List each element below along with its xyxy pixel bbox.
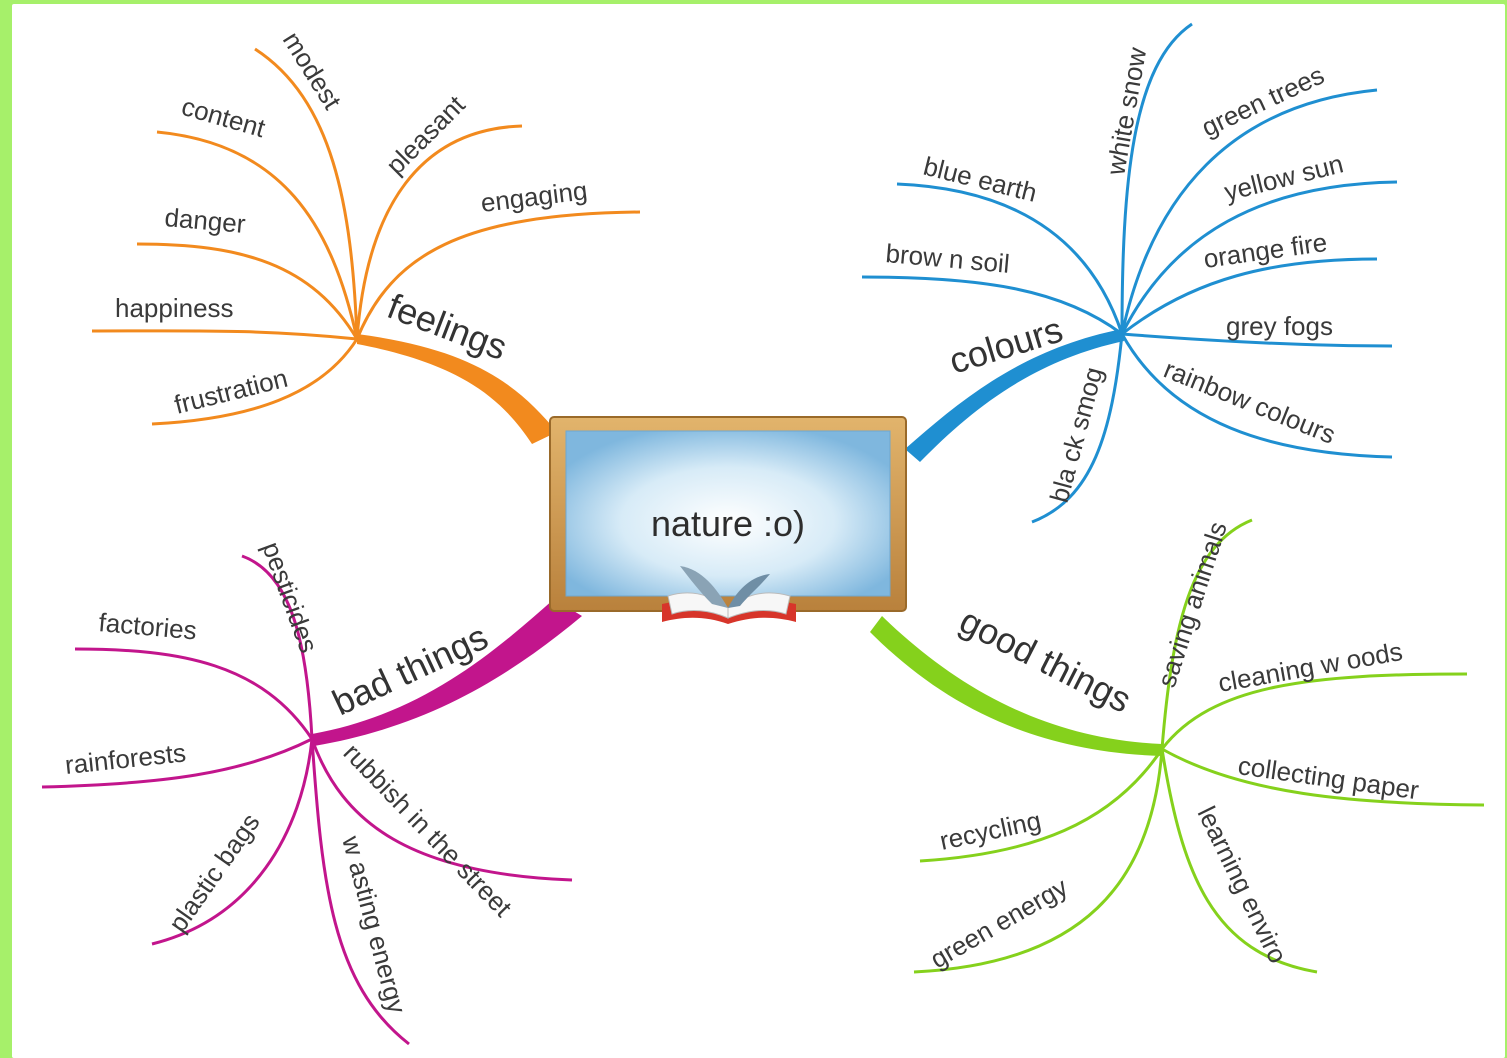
leaf-black-smog: bla ck smog (1044, 364, 1109, 506)
twig-learning-enviro (1160, 748, 1318, 974)
twig-collecting-paper (1161, 747, 1485, 807)
twig-happiness (91, 329, 358, 341)
twig-rubbish (310, 738, 573, 882)
twig-rainbow-colours (1120, 333, 1393, 459)
leaf-frustration: frustration (171, 363, 290, 420)
trunk-feelings (357, 334, 557, 444)
leaf-engaging: engaging (479, 175, 589, 218)
leaf-rainforests: rainforests (63, 737, 187, 780)
leaf-learning-enviro: learning enviro (1192, 801, 1294, 967)
branch-colours: colours white snow green trees blue eart… (861, 22, 1398, 524)
twig-content (156, 130, 359, 340)
board-screen (565, 430, 891, 597)
branch-feelings: feelings modest content pleasant engagin… (91, 26, 641, 444)
twig-plastic-bags (151, 738, 314, 946)
leaf-factories: factories (97, 607, 198, 645)
twig-black-smog (1031, 333, 1124, 524)
leaf-wasting-energy: w asting energy (336, 832, 412, 1017)
twig-grey-fogs (1121, 332, 1393, 348)
twig-green-energy (913, 748, 1164, 974)
center-board: nature :o) (549, 416, 907, 624)
leaf-saving-animals: saving animals (1151, 518, 1233, 691)
leaf-white-snow: white snow (1100, 45, 1152, 178)
leaf-content: content (178, 91, 269, 144)
leaf-danger: danger (163, 202, 247, 239)
leaf-grey-fogs: grey fogs (1226, 311, 1333, 341)
leaf-blue-earth: blue earth (921, 151, 1040, 208)
twig-green-trees (1120, 88, 1378, 335)
leaf-orange-fire: orange fire (1202, 227, 1329, 274)
twig-recycling (919, 748, 1164, 863)
mind-map: feelings modest content pleasant engagin… (41, 22, 1485, 1046)
branch-bad-things: bad things pesticides factories rainfore… (41, 538, 582, 1046)
twig-factories (74, 647, 314, 740)
book-icon (662, 566, 796, 624)
twig-danger (136, 242, 359, 340)
leaf-modest: modest (277, 26, 348, 115)
leaf-pleasant: pleasant (380, 89, 471, 180)
leaf-happiness: happiness (115, 293, 234, 323)
twig-modest (254, 47, 359, 340)
twig-rainforests (41, 737, 313, 789)
branch-label-colours: colours (944, 309, 1067, 382)
trunk-colours (905, 329, 1124, 462)
center-label: nature :o) (651, 503, 805, 544)
twig-engaging (355, 210, 641, 340)
twig-white-snow (1120, 22, 1193, 335)
leaf-pesticides: pesticides (256, 538, 324, 657)
leaf-green-trees: green trees (1197, 60, 1329, 143)
twig-brown-soil (861, 275, 1123, 336)
twig-blue-earth (896, 182, 1124, 335)
leaf-recycling: recycling (937, 805, 1044, 856)
twig-cleaning-woods (1160, 672, 1468, 750)
trunk-good-things (870, 616, 1162, 756)
mind-map-canvas: feelings modest content pleasant engagin… (12, 4, 1505, 1058)
twig-orange-fire (1121, 257, 1378, 336)
twig-frustration (151, 338, 359, 426)
twig-pleasant (355, 124, 523, 340)
leaf-cleaning-woods: cleaning w oods (1216, 636, 1405, 698)
twig-pesticides (241, 554, 314, 740)
twig-saving-animals (1160, 518, 1253, 750)
trunk-bad-things (312, 599, 582, 746)
branch-good-things: good things saving animals cleaning w oo… (870, 518, 1485, 974)
twig-wasting-energy (310, 738, 410, 1046)
twig-yellow-sun (1120, 180, 1398, 335)
leaf-brown-soil: brow n soil (884, 238, 1010, 279)
